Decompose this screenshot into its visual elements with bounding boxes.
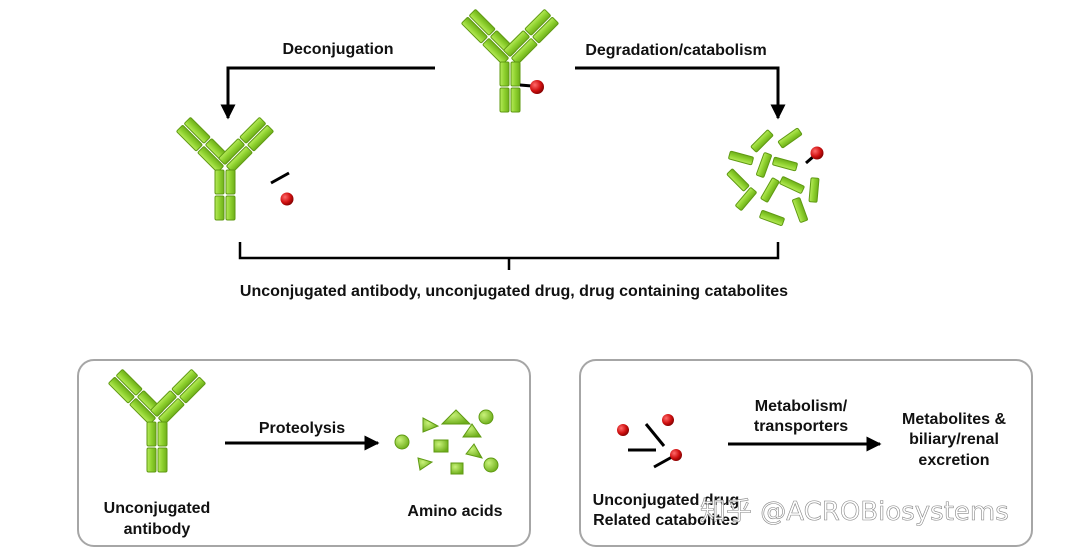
summary-label: Unconjugated antibody, unconjugated drug… — [240, 283, 788, 300]
unconjugated-antibody-icon — [175, 116, 275, 221]
deconjugation-label: Deconjugation — [282, 41, 393, 58]
metabolism-label-line1: Metabolism/ — [755, 398, 848, 415]
amino-acids-label: Amino acids — [407, 503, 502, 520]
summary-bracket — [238, 242, 780, 270]
deconjugation-arrow — [220, 66, 435, 120]
degradation-arrow — [575, 66, 786, 120]
proteolysis-panel — [77, 359, 531, 547]
metabolism-panel — [579, 359, 1033, 547]
drug-label-line2: Related catabolites — [593, 512, 739, 529]
result-label-line3: excretion — [918, 452, 989, 469]
watermark: 知乎 @ACROBiosystems — [700, 497, 1009, 527]
proteolysis-label: Proteolysis — [259, 420, 345, 437]
result-label-line1: Metabolites & — [902, 411, 1006, 428]
catabolite-fragments-icon — [726, 127, 824, 227]
result-label-line2: biliary/renal — [909, 431, 999, 448]
adc-antibody-icon — [460, 8, 560, 113]
free-drug-icon — [270, 171, 294, 206]
antibody-label-line2: antibody — [124, 521, 191, 538]
degradation-label: Degradation/catabolism — [585, 42, 766, 59]
metabolism-label-line2: transporters — [754, 418, 848, 435]
drug-catabolites-icon — [617, 414, 682, 469]
antibody-label-line1: Unconjugated — [104, 500, 211, 517]
drug-label-line1: Unconjugated drug — [593, 492, 740, 509]
amino-acids-icon — [394, 409, 499, 475]
